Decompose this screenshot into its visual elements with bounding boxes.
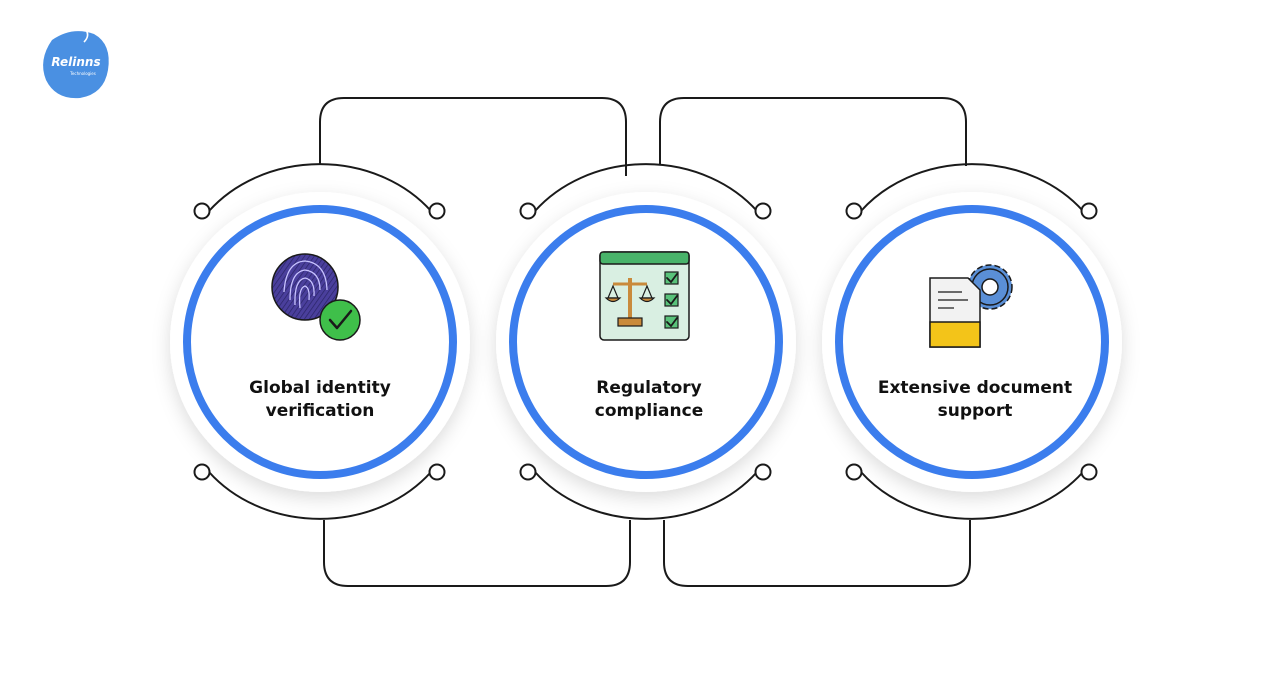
node-label-line: verification [265, 401, 375, 421]
node-1-top-arc [208, 163, 432, 212]
top-loop-left [319, 97, 627, 176]
bottom-loop-left [323, 520, 631, 587]
node-1-bottom-arc [208, 471, 432, 520]
node-label-line: Global identity [249, 378, 391, 398]
node-label-regulatory-compliance: Regulatory compliance [534, 377, 764, 423]
node-1-dot-bottom-right [428, 463, 446, 481]
node-3-top-arc [860, 163, 1084, 212]
node-3-bottom-arc [860, 471, 1084, 520]
node-label-line: compliance [594, 401, 704, 421]
bottom-loop-right [663, 520, 971, 587]
brand-logo [43, 26, 109, 99]
node-label-line: Extensive document [877, 378, 1073, 398]
brand-tagline: Technologies [70, 71, 96, 76]
node-label-extensive-document: Extensive document support [860, 377, 1090, 423]
node-3-dot-bottom-left [845, 463, 863, 481]
node-2-ring [509, 205, 783, 479]
node-1-dot-top-left [193, 202, 211, 220]
node-2-bottom-arc [534, 471, 758, 520]
node-2-dot-top-left [519, 202, 537, 220]
node-3-dot-top-left [845, 202, 863, 220]
node-2-dot-bottom-right [754, 463, 772, 481]
connectors [319, 97, 971, 587]
brand-name: Relinns [51, 55, 101, 69]
top-loop-right [659, 97, 967, 166]
node-2-dot-top-right [754, 202, 772, 220]
node-1-dot-top-right [428, 202, 446, 220]
node-3-dot-bottom-right [1080, 463, 1098, 481]
node-extensive-document [822, 163, 1122, 520]
node-label-line: support [937, 401, 1013, 421]
node-global-identity [170, 163, 470, 520]
node-label-line: Regulatory [596, 378, 702, 398]
node-2-top-arc [534, 163, 758, 212]
logo-blob [43, 31, 109, 99]
node-3-dot-top-right [1080, 202, 1098, 220]
node-regulatory-compliance [496, 163, 796, 520]
node-label-global-identity: Global identity verification [205, 377, 435, 423]
scales-checklist-icon [599, 251, 690, 341]
lightbulb-icon [72, 26, 89, 43]
fingerprint-check-icon [271, 253, 361, 341]
node-1-ring [183, 205, 457, 479]
node-1-dot-bottom-left [193, 463, 211, 481]
document-gear-icon [929, 264, 1013, 348]
node-2-dot-bottom-left [519, 463, 537, 481]
